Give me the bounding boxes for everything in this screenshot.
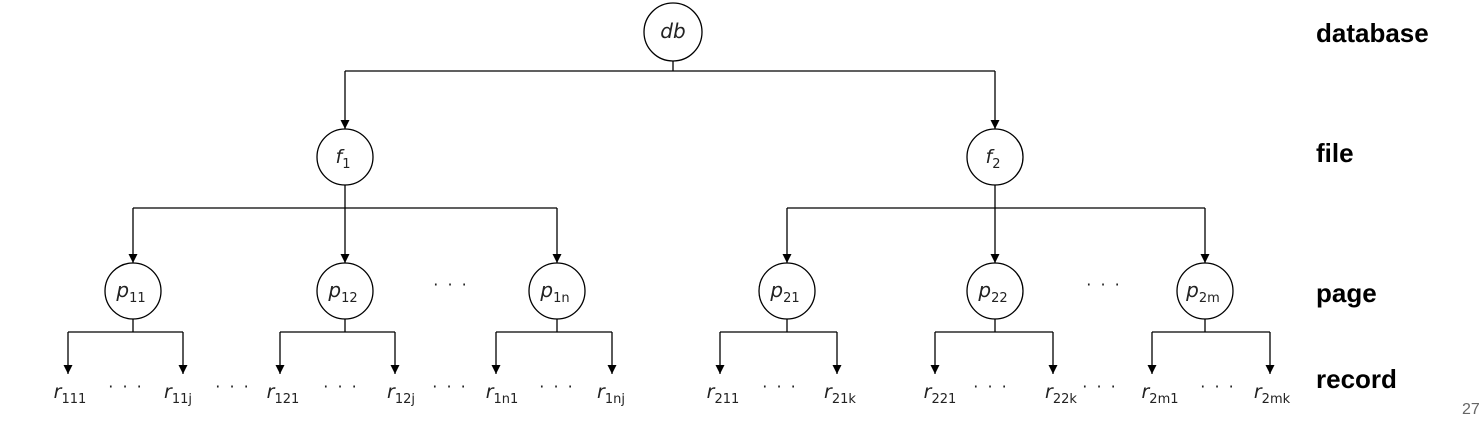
node-page-4-circle bbox=[758, 262, 816, 320]
node-page-6-label: p2m bbox=[1185, 278, 1220, 306]
record-label-9: r221 bbox=[924, 381, 957, 407]
record-label-10: r22k bbox=[1045, 381, 1077, 407]
record-label-12: r2mk bbox=[1254, 381, 1291, 407]
node-page-3-label: p1n bbox=[539, 278, 569, 306]
node-file-1-circle bbox=[316, 128, 374, 186]
node-page-2-circle bbox=[316, 262, 374, 320]
edges bbox=[63, 61, 1275, 374]
node-page-1-circle bbox=[104, 262, 162, 320]
level-label-file: file bbox=[1316, 138, 1354, 168]
node-file-2-circle bbox=[966, 128, 1024, 186]
record-label-3: r121 bbox=[267, 381, 300, 407]
level-label-page: page bbox=[1316, 278, 1377, 308]
record-label-5: r1n1 bbox=[486, 381, 519, 407]
page-ellipsis-2: · · · bbox=[1086, 275, 1121, 294]
level-label-record: record bbox=[1316, 364, 1397, 394]
node-page-6-circle bbox=[1176, 262, 1234, 320]
node-file-1: f1 bbox=[316, 128, 374, 186]
record-label-6: r1nj bbox=[597, 381, 625, 407]
record-ellipsis-1: · · · bbox=[108, 377, 143, 396]
record-label-2: r11j bbox=[164, 381, 192, 407]
node-file-2: f2 bbox=[966, 128, 1024, 186]
node-page-3-circle bbox=[528, 262, 586, 320]
node-file-2-label: f2 bbox=[986, 146, 1001, 172]
node-page-5: p22 bbox=[966, 262, 1024, 320]
record-ellipsis-9: · · · bbox=[1200, 377, 1235, 396]
record-label-7: r211 bbox=[707, 381, 740, 407]
record-ellipsis-6: · · · bbox=[762, 377, 797, 396]
record-label-11: r2m1 bbox=[1141, 381, 1178, 407]
node-page-4: p21 bbox=[758, 262, 816, 320]
page-ellipsis-1: · · · bbox=[433, 275, 468, 294]
node-page-5-label: p22 bbox=[977, 278, 1007, 306]
nodes: db f1 f2 p11 p12 p1n p21 p22 p2m · · · · · · bbox=[104, 2, 1234, 320]
level-label-database: database bbox=[1316, 18, 1429, 48]
node-page-1-label: p11 bbox=[115, 278, 145, 306]
record-ellipsis-8: · · · bbox=[1082, 377, 1117, 396]
node-page-1: p11 bbox=[104, 262, 162, 320]
record-label-4: r12j bbox=[387, 381, 415, 407]
record-label-8: r21k bbox=[824, 381, 856, 407]
node-root-circle bbox=[643, 2, 703, 62]
node-page-4-label: p21 bbox=[769, 278, 799, 306]
record-ellipsis-5: · · · bbox=[539, 377, 574, 396]
records: r111 r11j r121 r12j r1n1 r1nj r211 r21k r221 r22k… bbox=[54, 377, 1291, 407]
node-root: db bbox=[643, 2, 703, 62]
record-ellipsis-4: · · · bbox=[432, 377, 467, 396]
record-label-1: r111 bbox=[54, 381, 87, 407]
node-page-2-label: p12 bbox=[327, 278, 357, 306]
node-file-1-label: f1 bbox=[336, 146, 351, 172]
record-ellipsis-2: · · · bbox=[215, 377, 250, 396]
node-page-3: p1n bbox=[528, 262, 586, 320]
record-ellipsis-7: · · · bbox=[973, 377, 1008, 396]
node-root-label: db bbox=[660, 19, 685, 43]
record-ellipsis-3: · · · bbox=[323, 377, 358, 396]
node-page-5-circle bbox=[966, 262, 1024, 320]
node-page-2: p12 bbox=[316, 262, 374, 320]
node-page-6: p2m bbox=[1176, 262, 1234, 320]
page-number: 27 bbox=[1462, 401, 1480, 418]
